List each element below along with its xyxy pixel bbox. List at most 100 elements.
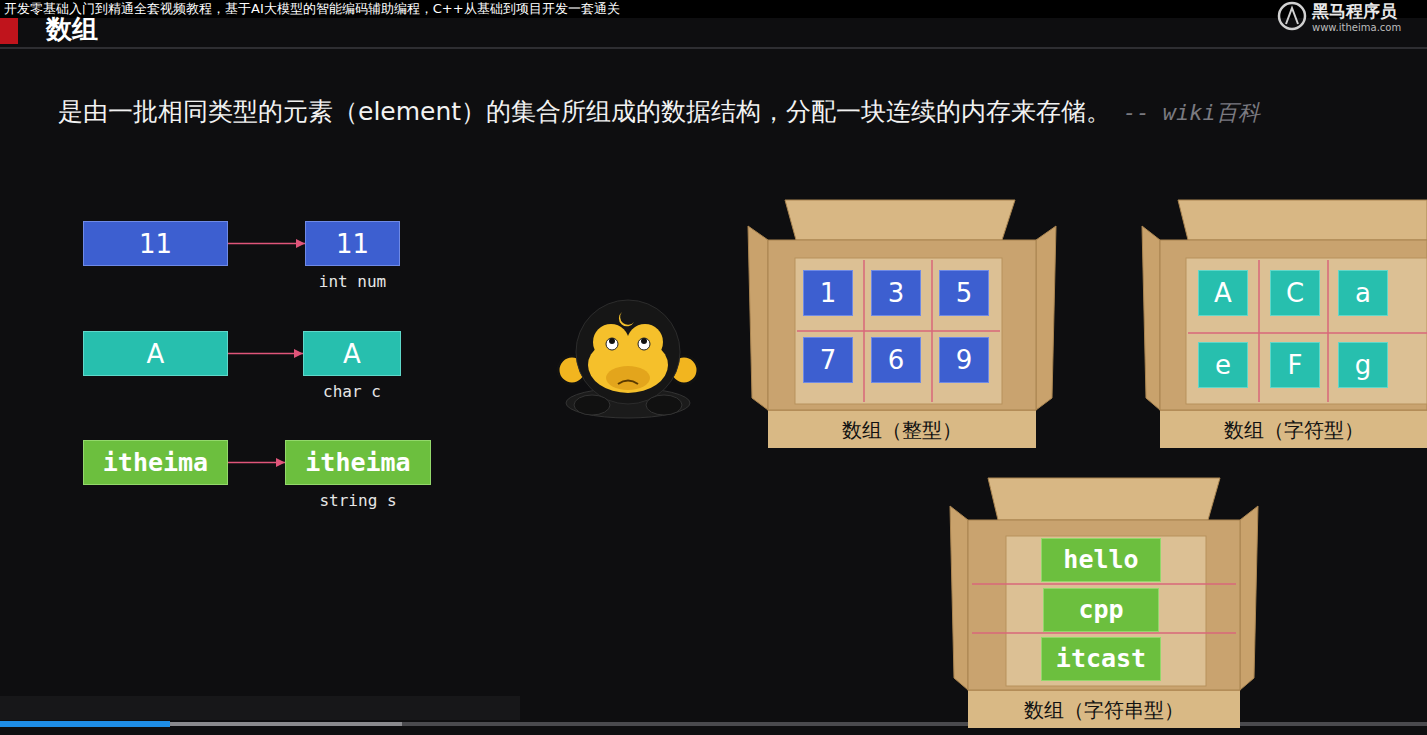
- value-text: 7: [820, 345, 837, 375]
- value-text: F: [1288, 350, 1303, 380]
- header-divider: [0, 47, 1427, 49]
- mascot-mouth: [618, 381, 638, 385]
- divider-line: [1258, 260, 1260, 402]
- value-text: a: [1355, 278, 1371, 308]
- value-box: 11int num: [305, 221, 400, 266]
- divider-line: [1188, 332, 1427, 334]
- array-box: 数组（字符串型）hellocppitcast: [968, 520, 1240, 690]
- value-text: A: [343, 339, 361, 369]
- carton-flap: [1178, 200, 1427, 240]
- carton-inside: [1006, 536, 1206, 686]
- mascot-hand: [574, 395, 610, 415]
- carton-flap: [1142, 226, 1160, 410]
- progress-buffer: [0, 722, 402, 726]
- value-text: cpp: [1078, 595, 1123, 625]
- assignment-arrow: [228, 243, 305, 245]
- mascot-moon: [619, 312, 634, 326]
- array-element: 6: [871, 337, 921, 383]
- value-box: A: [83, 331, 228, 376]
- array-element: C: [1270, 270, 1320, 316]
- variable-name: char c: [323, 382, 381, 402]
- value-text: A: [1214, 278, 1232, 308]
- logo-ring: [1279, 3, 1305, 29]
- value-box: Achar c: [303, 331, 401, 376]
- array-element: F: [1270, 342, 1320, 388]
- mascot-face: [588, 337, 668, 393]
- carton-flap: [1036, 226, 1056, 410]
- value-text: hello: [1063, 545, 1138, 575]
- value-text: g: [1355, 350, 1372, 380]
- logo-mark: [1286, 8, 1298, 24]
- value-text: 11: [336, 229, 369, 259]
- mascot-muzzle: [606, 366, 650, 390]
- mascot-eye: [638, 338, 650, 350]
- value-text: 1: [820, 278, 837, 308]
- value-text: 3: [888, 278, 905, 308]
- value-box: itheima: [83, 440, 228, 485]
- divider-line: [1327, 260, 1329, 402]
- array-element: a: [1338, 270, 1388, 316]
- value-text: e: [1215, 350, 1231, 380]
- array-caption: 数组（字符型）: [1160, 410, 1427, 448]
- array-caption: 数组（整型）: [768, 410, 1036, 448]
- value-text: 11: [139, 229, 172, 259]
- mascot-pupil: [641, 338, 647, 344]
- progress-played: [0, 721, 170, 727]
- array-element: g: [1338, 342, 1388, 388]
- title-accent-bar: [0, 18, 18, 44]
- value-text: itcast: [1056, 644, 1146, 674]
- carton-box: [748, 200, 1056, 410]
- logo-url: www.itheima.com: [1312, 22, 1401, 34]
- mascot-eye: [606, 338, 618, 350]
- value-text: 6: [888, 345, 905, 375]
- array-box: 数组（整型）135769: [768, 240, 1036, 410]
- audio-wave-band: [0, 696, 520, 720]
- logo-name: 黑马程序员: [1312, 1, 1397, 21]
- assignment-arrow: [228, 462, 285, 464]
- assignment-arrow: [228, 353, 303, 355]
- variable-name: int num: [319, 272, 386, 292]
- carton-body: [768, 240, 1036, 410]
- value-box: itheimastring s: [285, 440, 431, 485]
- value-text: C: [1286, 278, 1304, 308]
- carton-flap: [950, 506, 968, 690]
- course-banner: 开发零基础入门到精通全套视频教程，基于AI大模型的智能编码辅助编程，C++从基础…: [4, 1, 620, 17]
- monkey-mascot: [558, 300, 698, 418]
- array-element: itcast: [1041, 637, 1161, 681]
- divider-line: [972, 632, 1236, 634]
- slide-title: 数组: [46, 13, 98, 45]
- array-element: hello: [1041, 538, 1161, 582]
- variable-name: string s: [319, 491, 396, 511]
- mascot-hand: [646, 395, 682, 415]
- value-text: 5: [956, 278, 973, 308]
- carton-inside: [1186, 258, 1427, 404]
- value-text: A: [147, 339, 165, 369]
- divider-line: [797, 330, 1000, 332]
- value-box: 11: [83, 221, 228, 266]
- value-text: 9: [956, 345, 973, 375]
- value-text: itheima: [103, 448, 208, 478]
- carton-body: [1160, 240, 1427, 410]
- carton-flap: [1240, 506, 1258, 690]
- mascot-head: [576, 300, 680, 404]
- carton-box: [1142, 200, 1427, 410]
- top-banner-bar: [0, 0, 1427, 18]
- carton-body: [968, 520, 1240, 690]
- array-element: 7: [803, 337, 853, 383]
- array-element: 1: [803, 270, 853, 316]
- definition-text: 是由一批相同类型的元素（element）的集合所组成的数据结构，分配一块连续的内…: [58, 96, 1111, 128]
- carton-box: [950, 478, 1258, 690]
- value-text: itheima: [305, 448, 410, 478]
- carton-flap: [785, 200, 1015, 240]
- carton-inside: [795, 258, 1002, 404]
- array-element: cpp: [1043, 588, 1159, 632]
- array-element: A: [1198, 270, 1248, 316]
- divider-line: [972, 583, 1236, 585]
- array-element: 3: [871, 270, 921, 316]
- array-caption: 数组（字符串型）: [968, 690, 1240, 728]
- array-element: e: [1198, 342, 1248, 388]
- array-element: 5: [939, 270, 989, 316]
- source-note: -- wiki百科: [1123, 98, 1260, 128]
- array-box: 数组（字符型）ACaeFg: [1160, 240, 1427, 410]
